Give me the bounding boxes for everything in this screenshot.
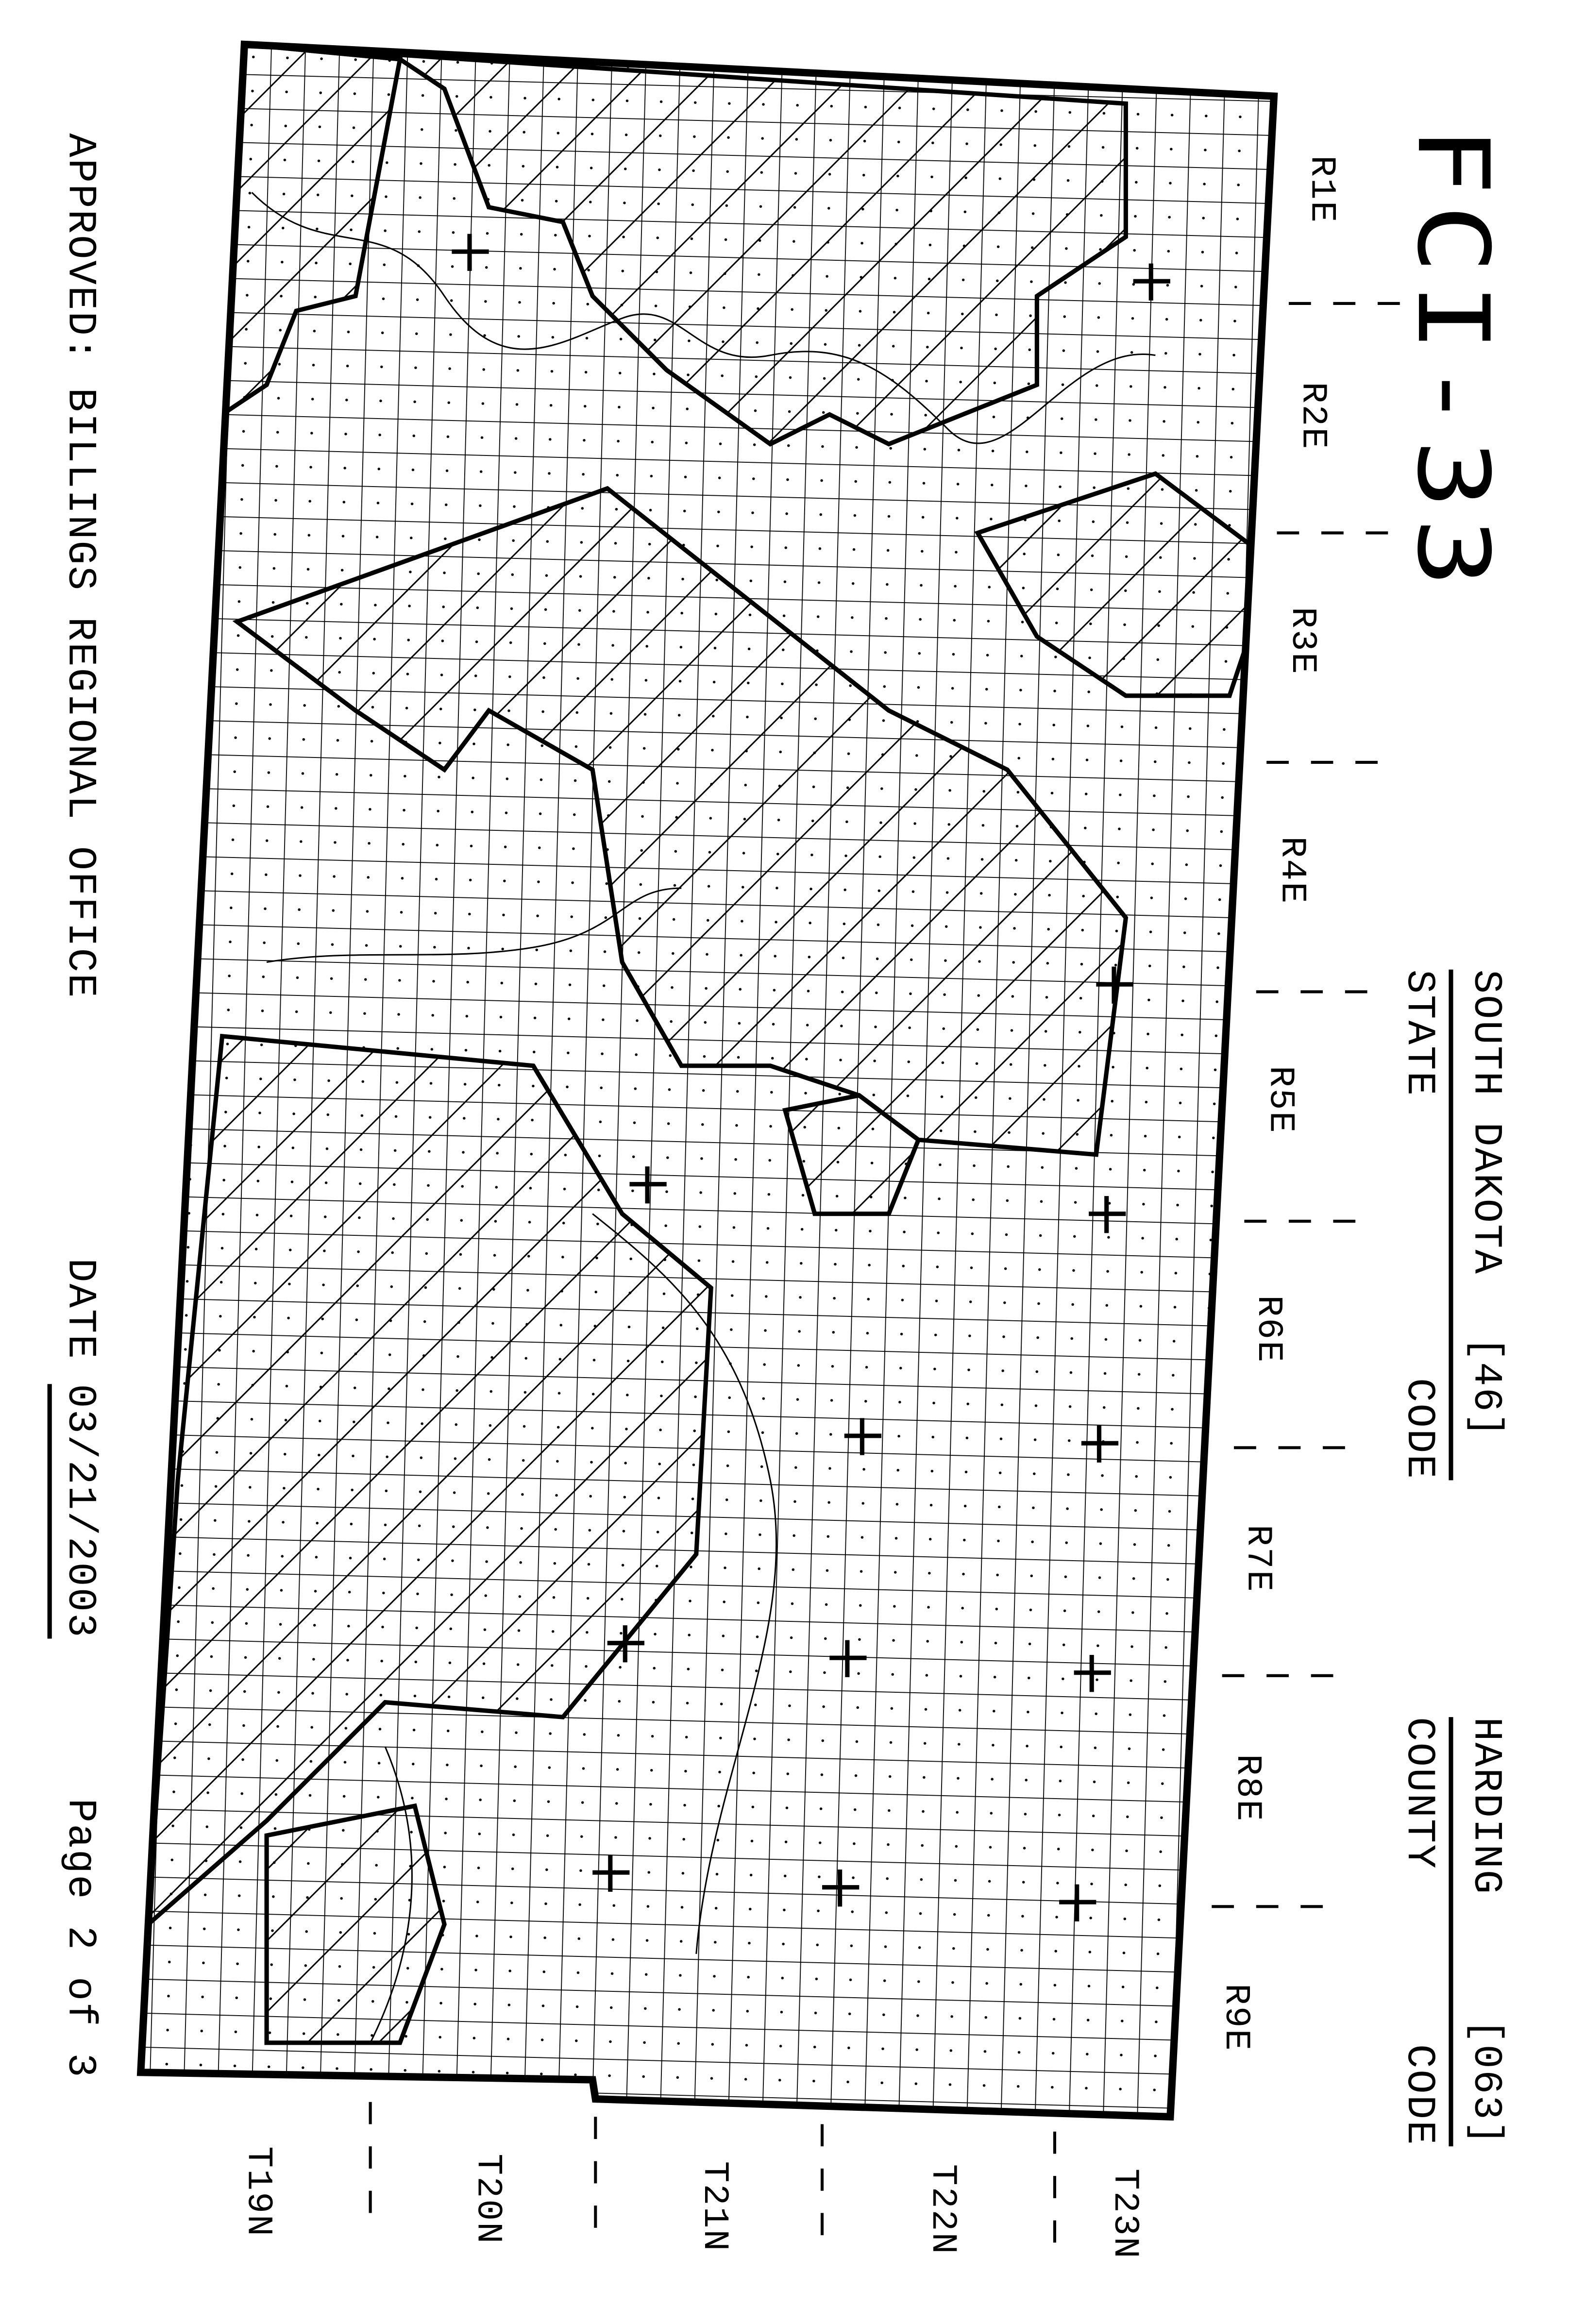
state-name-row: SOUTH DAKOTA [46] [1449, 969, 1507, 1481]
township-tick-marks [369, 2102, 1057, 2243]
range-label: R3E [1281, 606, 1322, 675]
county-name: HARDING [1462, 1717, 1507, 1896]
state-name: SOUTH DAKOTA [1462, 969, 1507, 1276]
county-code-label: CODE [1395, 2044, 1440, 2147]
state-labels: STATE CODE [1396, 970, 1440, 1481]
state-label: STATE [1395, 969, 1440, 1097]
page-number: Page 2 of 3 [56, 1798, 101, 2079]
range-label: R7E [1237, 1524, 1277, 1593]
date-value: 03/21/2003 [47, 1384, 101, 1639]
county-name-row: HARDING [063] [1449, 1717, 1507, 2147]
county-label: COUNTY [1395, 1717, 1440, 1870]
township-label: T21N [693, 2161, 733, 2253]
range-tick-marks [1212, 302, 1400, 1908]
county-labels: COUNTY CODE [1396, 1717, 1440, 2146]
state-code: [46] [1462, 1336, 1507, 1438]
range-label: R9E [1214, 1983, 1255, 2052]
county-boundary [136, 40, 1278, 2121]
drainage-lines [251, 192, 1156, 2043]
range-label: R1E [1300, 155, 1341, 224]
range-label: R8E [1226, 1754, 1267, 1823]
range-label: R6E [1247, 1295, 1287, 1364]
township-corner-markers [452, 234, 1170, 1921]
map-title: FCI-33 [1395, 126, 1509, 596]
approved-by: APPROVED: BILLINGS REGIONAL OFFICE [56, 133, 101, 999]
range-label: R5E [1259, 1065, 1299, 1134]
range-label: R2E [1292, 382, 1332, 451]
state-code-label: CODE [1395, 1378, 1440, 1481]
township-label: T19N [237, 2146, 277, 2238]
county-code: [063] [1462, 2019, 1507, 2147]
township-label: T22N [921, 2164, 961, 2256]
township-label: T20N [466, 2154, 507, 2245]
township-label: T23N [1103, 2168, 1144, 2260]
date-label: DATE [56, 1258, 101, 1360]
range-label: R4E [1271, 836, 1311, 905]
